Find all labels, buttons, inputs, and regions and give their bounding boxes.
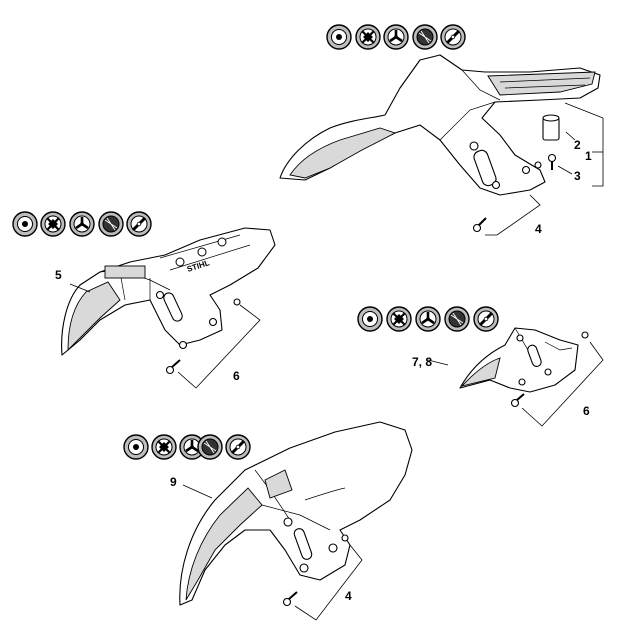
- three-blade-knife-icon: [382, 23, 410, 51]
- deflector-guard-medium: STIHL: [61, 227, 276, 356]
- screw-bottom: [472, 217, 487, 233]
- nut-small: [534, 161, 542, 169]
- group-top-right: 1 2 3 4: [279, 23, 604, 236]
- deflector-guard-large: [279, 54, 601, 196]
- double-blade-knife-icon: [224, 433, 252, 461]
- saw-blade-icon: [357, 306, 383, 332]
- saw-blade-icon: [326, 24, 352, 50]
- callout-5: 5: [55, 268, 62, 282]
- saw-blade-icon: [123, 434, 149, 460]
- callout-7-8: 7, 8: [412, 355, 432, 369]
- clamp-part: [542, 114, 560, 141]
- callout-6: 6: [583, 404, 590, 418]
- mulching-disc-icon: [444, 306, 470, 332]
- double-blade-knife-icon: [472, 305, 500, 333]
- group-middle-left: STIHL 5 6: [12, 210, 276, 389]
- tool-icon-row: [357, 305, 500, 333]
- screw-bottom: [165, 359, 181, 375]
- saw-blade-icon: [12, 211, 38, 237]
- screw-small: [547, 153, 557, 170]
- three-blade-knife-icon: [414, 305, 442, 333]
- group-bottom: 9 4: [123, 421, 413, 621]
- callout-2: 2: [574, 138, 581, 152]
- tool-icon-row: [326, 23, 467, 51]
- three-blade-knife-icon: [68, 210, 96, 238]
- double-blade-knife-icon: [439, 23, 467, 51]
- callout-9: 9: [170, 475, 177, 489]
- nut-small: [233, 298, 241, 306]
- callout-4: 4: [345, 589, 352, 603]
- screw-bottom: [282, 591, 298, 607]
- callout-6: 6: [233, 369, 240, 383]
- callout-1: 1: [585, 149, 592, 163]
- callout-3: 3: [574, 169, 581, 183]
- grass-blade-4tooth-icon: [150, 433, 178, 461]
- grass-blade-4tooth-icon: [39, 210, 67, 238]
- deflector-guard-curved: [179, 421, 413, 606]
- screw-bottom: [510, 393, 525, 408]
- callout-4: 4: [535, 222, 542, 236]
- grass-blade-4tooth-icon: [385, 305, 413, 333]
- mulching-disc-icon: [98, 211, 124, 237]
- deflector-guard-small: [459, 327, 579, 393]
- grass-blade-4tooth-icon: [354, 23, 382, 51]
- tool-icon-row: [12, 210, 153, 238]
- tool-icon-row: [123, 433, 252, 461]
- nut-small: [341, 534, 349, 542]
- mulching-disc-icon: [412, 24, 438, 50]
- mulching-disc-icon: [197, 434, 223, 460]
- double-blade-knife-icon: [125, 210, 153, 238]
- nut-small: [581, 331, 589, 339]
- group-middle-right: 7, 8 6: [357, 305, 604, 427]
